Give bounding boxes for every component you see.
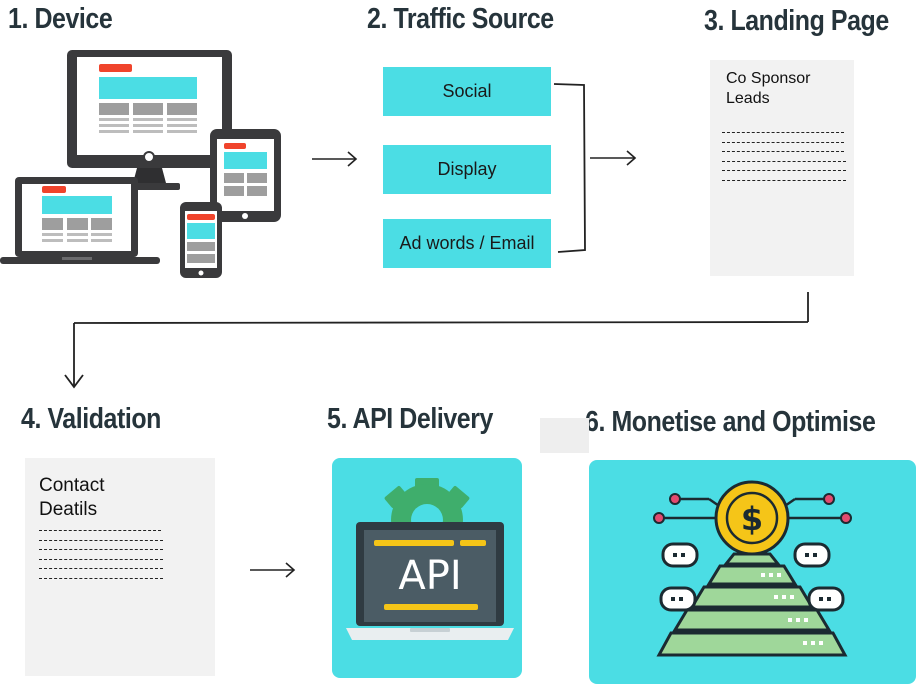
connector-landing-to-validation: [64, 292, 809, 389]
api-laptop-icon: API: [346, 478, 514, 640]
validation-text: Contact Deatils: [39, 475, 105, 520]
arrow-device-to-traffic: [312, 151, 358, 167]
landing-page-lines: [722, 132, 847, 189]
bracket-connector: [553, 83, 637, 253]
step-1-title: 1. Device: [8, 3, 113, 35]
step-4-title: 4. Validation: [21, 403, 161, 435]
landing-page-text: Co Sponsor Leads: [726, 70, 811, 107]
grey-patch: [540, 418, 589, 453]
landing-page-document: Co Sponsor Leads: [710, 60, 854, 276]
devices-icon: [0, 50, 281, 278]
traffic-source-social: Social: [383, 67, 551, 116]
monetise-pyramid-icon: $: [653, 480, 852, 657]
validation-lines: [39, 530, 169, 587]
traffic-source-display: Display: [383, 145, 551, 194]
step-3-title: 3. Landing Page: [704, 5, 889, 37]
svg-text:$: $: [741, 500, 763, 538]
validation-document: Contact Deatils: [25, 458, 215, 676]
step-6-title: 6. Monetise and Optimise: [585, 406, 876, 438]
api-icon-text: API: [398, 553, 461, 599]
step-5-title: 5. API Delivery: [327, 403, 493, 435]
traffic-source-adwords-email: Ad words / Email: [383, 219, 551, 268]
arrow-validation-to-api: [250, 562, 296, 578]
step-2-title: 2. Traffic Source: [367, 3, 554, 35]
